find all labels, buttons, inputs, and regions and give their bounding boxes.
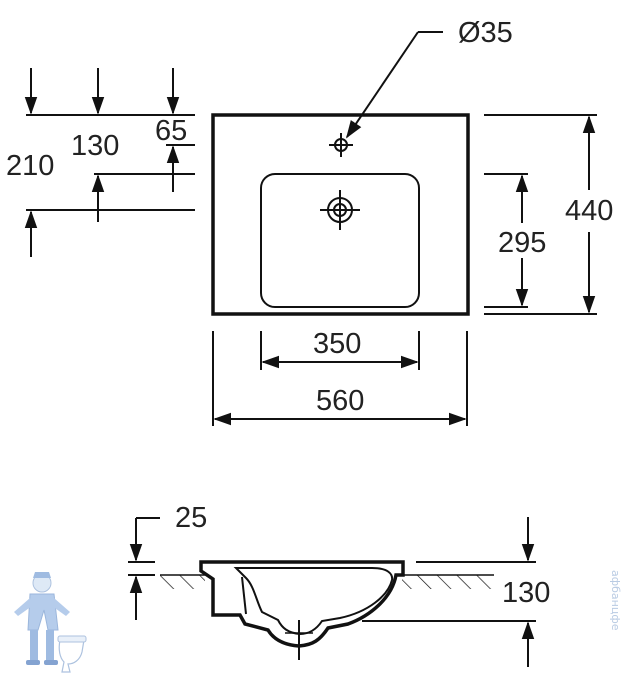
basin-section-wall: [241, 576, 247, 615]
dim-210-label: 210: [6, 150, 54, 182]
top-view: Ø35 210 130 65 440 295: [6, 17, 613, 426]
dim-130-label: 130: [71, 130, 119, 162]
hole-diameter-label: Ø35: [458, 17, 513, 49]
drain-icon: [320, 190, 360, 230]
basin-section-inner: [233, 567, 394, 636]
watermark-text: афбанцфе: [609, 570, 622, 631]
basin-section-outer: [199, 560, 405, 648]
basin-outline: [211, 113, 470, 316]
countertop-hatch-right: [402, 575, 494, 589]
dim-65-label: 65: [155, 115, 187, 147]
dim-130-side-label: 130: [502, 577, 550, 609]
dim-560-label: 560: [316, 385, 364, 417]
bowl-outline: [260, 173, 420, 308]
tap-hole-icon: [329, 133, 353, 157]
dim-440-label: 440: [565, 195, 613, 227]
dim-25-label: 25: [175, 502, 207, 534]
dim-350-label: 350: [313, 328, 361, 360]
dim-295-label: 295: [498, 227, 546, 259]
side-section: 25 130: [128, 502, 550, 667]
countertop-hatch-left: [160, 575, 205, 589]
hole-leader-arrow: [345, 31, 419, 139]
plumber-mascot-icon: [14, 572, 87, 673]
